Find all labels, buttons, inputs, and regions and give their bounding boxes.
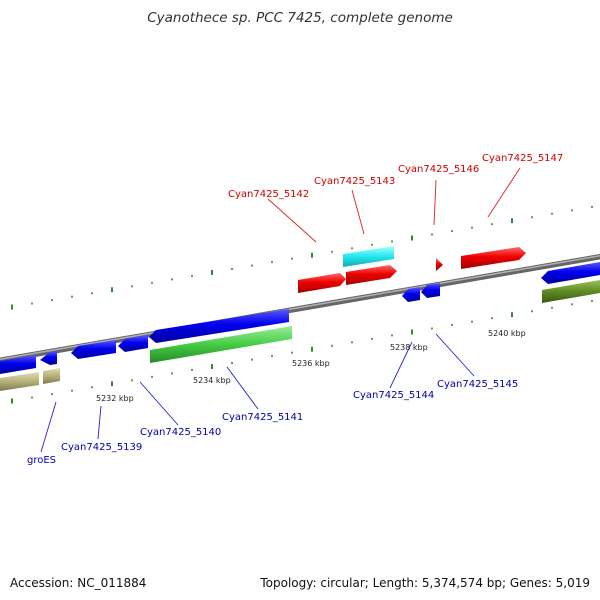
gene-arrow-cyan7425-5141[interactable]: [149, 309, 289, 343]
olive-feature-bar-b: [43, 368, 60, 384]
gene-label-cyan7425-5146[interactable]: Cyan7425_5146: [398, 164, 479, 175]
scale-label-kbp-5238: 5238 kbp: [390, 343, 428, 352]
gene-arrow-cyan7425-5147[interactable]: [461, 247, 526, 269]
ticks-reverse-track: [11, 299, 593, 404]
gene-arrow-cyan7425-5139[interactable]: [71, 340, 116, 359]
darkgreen-feature-bar: [542, 280, 600, 303]
gene-arrow-cyan7425-5142[interactable]: [298, 273, 346, 293]
gene-arrow-right-edge: [541, 262, 600, 284]
forward-gene-labels: Cyan7425_5142 Cyan7425_5143 Cyan7425_514…: [228, 153, 563, 200]
olive-feature-bar-a: [0, 372, 39, 391]
gene-arrow-cyan7425-5143[interactable]: [346, 265, 397, 285]
gene-label-cyan7425-5140[interactable]: Cyan7425_5140: [140, 427, 221, 438]
gene-arrow-cyan7425-5146[interactable]: [436, 258, 443, 271]
scale-labels: 5232 kbp 5234 kbp 5236 kbp 5238 kbp 5240…: [96, 329, 526, 403]
gene-arrow-cyan7425-5145[interactable]: [421, 283, 440, 298]
gene-label-cyan7425-5139[interactable]: Cyan7425_5139: [61, 442, 142, 453]
gene-label-cyan7425-5143[interactable]: Cyan7425_5143: [314, 176, 395, 187]
scale-label-kbp-5236: 5236 kbp: [292, 359, 330, 368]
green-feature-bar: [150, 326, 292, 363]
forward-gene-arrows: [298, 247, 526, 293]
accession-text: Accession: NC_011884: [10, 576, 147, 590]
gene-arrow-left-edge: [0, 355, 36, 374]
genome-summary-text: Topology: circular; Length: 5,374,574 bp…: [260, 576, 590, 590]
gene-label-cyan7425-5142[interactable]: Cyan7425_5142: [228, 189, 309, 200]
gene-arrow-cyan7425-5140[interactable]: [118, 335, 148, 352]
gene-label-cyan7425-5147[interactable]: Cyan7425_5147: [482, 153, 563, 164]
map-title: Cyanothece sp. PCC 7425, complete genome: [147, 10, 453, 26]
leader-lines: [40, 167, 521, 453]
scale-label-kbp-5234: 5234 kbp: [193, 376, 231, 385]
reverse-gene-labels: groES Cyan7425_5139 Cyan7425_5140 Cyan74…: [27, 379, 518, 466]
gene-arrow-cyan7425-5144[interactable]: [402, 287, 420, 302]
gene-label-cyan7425-5144[interactable]: Cyan7425_5144: [353, 390, 434, 401]
gene-label-cyan7425-5145[interactable]: Cyan7425_5145: [437, 379, 518, 390]
gene-arrow-groes[interactable]: [40, 351, 57, 365]
cyan-feature-bar: [343, 246, 394, 267]
feature-bars: [0, 246, 600, 391]
ticks-forward-track: [11, 205, 593, 310]
reverse-gene-arrows: [0, 262, 600, 374]
scale-label-kbp-5240: 5240 kbp: [488, 329, 526, 338]
scale-label-kbp-5232: 5232 kbp: [96, 394, 134, 403]
gene-label-cyan7425-5141[interactable]: Cyan7425_5141: [222, 412, 303, 423]
gene-label-groes[interactable]: groES: [27, 455, 56, 466]
